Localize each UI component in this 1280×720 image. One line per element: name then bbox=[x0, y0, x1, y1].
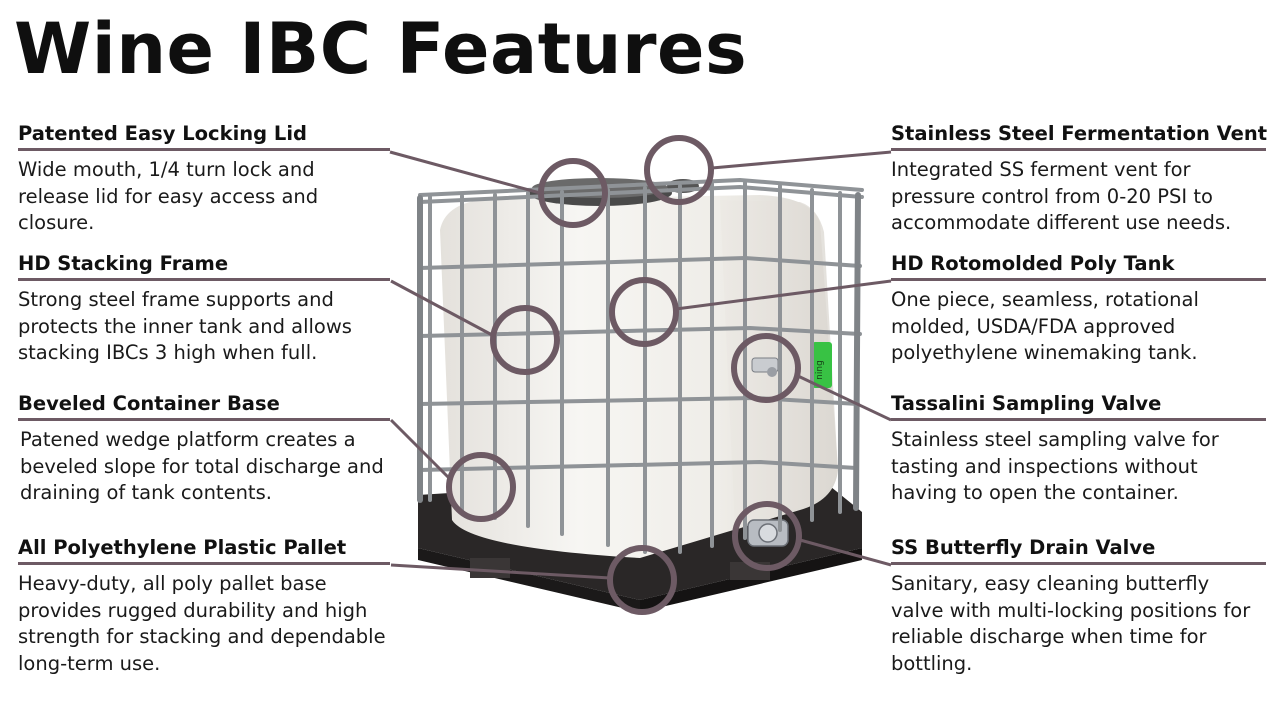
feature-heading: Tassalini Sampling Valve bbox=[891, 392, 1162, 415]
feature-description: Stainless steel sampling valve for tasti… bbox=[891, 428, 1219, 504]
feature-divider bbox=[18, 278, 390, 281]
feature-description: Strong steel frame supports and protects… bbox=[18, 288, 352, 364]
feature-drain-valve: SS Butterfly Drain Valve Sanitary, easy … bbox=[891, 535, 1266, 677]
lid-callout-circle bbox=[538, 158, 608, 228]
feature-divider bbox=[891, 418, 1266, 421]
sampling-callout-circle bbox=[731, 333, 801, 403]
feature-sampling-valve: Tassalini Sampling Valve Stainless steel… bbox=[891, 391, 1266, 507]
feature-heading: SS Butterfly Drain Valve bbox=[891, 536, 1156, 559]
feature-divider bbox=[891, 148, 1266, 151]
feature-locking-lid: Patented Easy Locking Lid Wide mouth, 1/… bbox=[18, 121, 390, 237]
feature-description: Heavy-duty, all poly pallet base provide… bbox=[18, 572, 386, 675]
svg-text:ning: ning bbox=[815, 360, 825, 380]
feature-description: Sanitary, easy cleaning butterfly valve … bbox=[891, 572, 1251, 675]
callout-leader-lines bbox=[389, 150, 892, 580]
feature-heading: Patented Easy Locking Lid bbox=[18, 122, 307, 145]
feature-fermentation-vent: Stainless Steel Fermentation Vent Integr… bbox=[891, 121, 1268, 237]
feature-stacking-frame: HD Stacking Frame Strong steel frame sup… bbox=[18, 251, 390, 367]
feature-divider bbox=[18, 148, 390, 151]
feature-divider bbox=[891, 278, 1266, 281]
base-callout-circle bbox=[446, 452, 516, 522]
callout-circles bbox=[446, 135, 802, 615]
tank-shape: ning bbox=[440, 178, 838, 558]
page-title: Wine IBC Features bbox=[14, 8, 748, 90]
feature-description: Wide mouth, 1/4 turn lock and release li… bbox=[18, 158, 319, 234]
pallet-callout-circle bbox=[607, 545, 677, 615]
frame-callout-circle bbox=[490, 305, 560, 375]
steel-cage-shape bbox=[417, 177, 864, 554]
feature-divider bbox=[891, 562, 1266, 565]
pallet-shape bbox=[418, 470, 862, 612]
feature-description: Patened wedge platform creates a beveled… bbox=[20, 428, 384, 504]
vent-callout-circle bbox=[644, 135, 714, 205]
feature-heading: Stainless Steel Fermentation Vent bbox=[891, 122, 1268, 145]
feature-poly-tank: HD Rotomolded Poly Tank One piece, seaml… bbox=[891, 251, 1266, 367]
tank-callout-circle bbox=[609, 277, 679, 347]
drain-callout-circle bbox=[732, 501, 802, 571]
feature-heading: HD Rotomolded Poly Tank bbox=[891, 252, 1175, 275]
feature-divider bbox=[18, 562, 390, 565]
feature-description: Integrated SS ferment vent for pressure … bbox=[891, 158, 1232, 234]
feature-divider bbox=[18, 418, 390, 421]
feature-heading: HD Stacking Frame bbox=[18, 252, 229, 275]
feature-description: One piece, seamless, rotational molded, … bbox=[891, 288, 1199, 364]
feature-plastic-pallet: All Polyethylene Plastic Pallet Heavy-du… bbox=[18, 535, 390, 677]
feature-container-base: Beveled Container Base Patened wedge pla… bbox=[18, 391, 390, 507]
feature-heading: Beveled Container Base bbox=[18, 392, 280, 415]
feature-heading: All Polyethylene Plastic Pallet bbox=[18, 536, 347, 559]
